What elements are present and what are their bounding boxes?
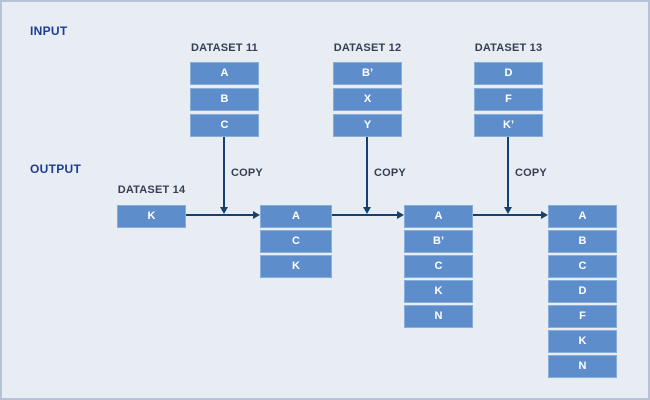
output-stage-3-item: K — [548, 330, 617, 353]
dataset-11-title: DATASET 11 — [191, 42, 258, 54]
output-stage-2-item: C — [404, 255, 473, 278]
flow-arrow-line-3 — [473, 214, 541, 216]
dataset-14-column: DATASET 14 K — [117, 184, 186, 230]
dataset-12-item: B’ — [333, 62, 402, 85]
dataset-13-title: DATASET 13 — [474, 42, 543, 54]
dataset-13-item: D — [474, 62, 543, 85]
output-stage-1-item: K — [260, 255, 332, 278]
dataset-11-item: B — [190, 88, 259, 111]
copy-label-3: COPY — [515, 167, 547, 179]
dataset-14-item: K — [117, 205, 186, 228]
output-stage-1-item: A — [260, 205, 332, 228]
flow-arrow-head-2 — [397, 211, 404, 219]
output-stage-2-column: A B’ C K N — [404, 205, 473, 330]
output-stage-3-item: B — [548, 230, 617, 253]
dataset-12-title: DATASET 12 — [333, 42, 402, 54]
dataset-13-item: F — [474, 88, 543, 111]
dataset-13-item: K’ — [474, 114, 543, 137]
flow-arrow-head-1 — [253, 211, 260, 219]
dataset-12-item: Y — [333, 114, 402, 137]
dataset-12-column: DATASET 12 B’ X Y — [333, 42, 402, 140]
copy-label-1: COPY — [231, 167, 263, 179]
output-stage-1-column: A C K — [260, 205, 332, 280]
dataset-11-column: DATASET 11 A B C — [190, 42, 259, 140]
copy-arrow-head-3 — [504, 207, 512, 214]
copy-arrow-head-2 — [363, 207, 371, 214]
output-stage-3-item: N — [548, 355, 617, 378]
output-stage-2-item: B’ — [404, 230, 473, 253]
output-stage-3-item: D — [548, 280, 617, 303]
dataset-13-column: DATASET 13 D F K’ — [474, 42, 543, 140]
output-stage-2-item: K — [404, 280, 473, 303]
output-section-label: OUTPUT — [30, 162, 82, 176]
dataset-11-item: C — [190, 114, 259, 137]
dataset-14-title: DATASET 14 — [117, 184, 186, 196]
copy-arrow-head-1 — [220, 207, 228, 214]
output-stage-2-item: N — [404, 305, 473, 328]
output-stage-1-item: C — [260, 230, 332, 253]
copy-arrow-line-3 — [507, 137, 509, 207]
flow-arrow-head-3 — [541, 211, 548, 219]
dataset-12-item: X — [333, 88, 402, 111]
output-stage-3-column: A B C D F K N — [548, 205, 617, 380]
flow-arrow-line-2 — [332, 214, 397, 216]
input-section-label: INPUT — [30, 24, 68, 38]
output-stage-3-item: A — [548, 205, 617, 228]
flow-arrow-line-1 — [186, 214, 253, 216]
dataset-11-item: A — [190, 62, 259, 85]
copy-arrow-line-1 — [223, 137, 225, 207]
output-stage-3-item: C — [548, 255, 617, 278]
output-stage-2-item: A — [404, 205, 473, 228]
output-stage-3-item: F — [548, 305, 617, 328]
copy-label-2: COPY — [374, 167, 406, 179]
copy-arrow-line-2 — [366, 137, 368, 207]
